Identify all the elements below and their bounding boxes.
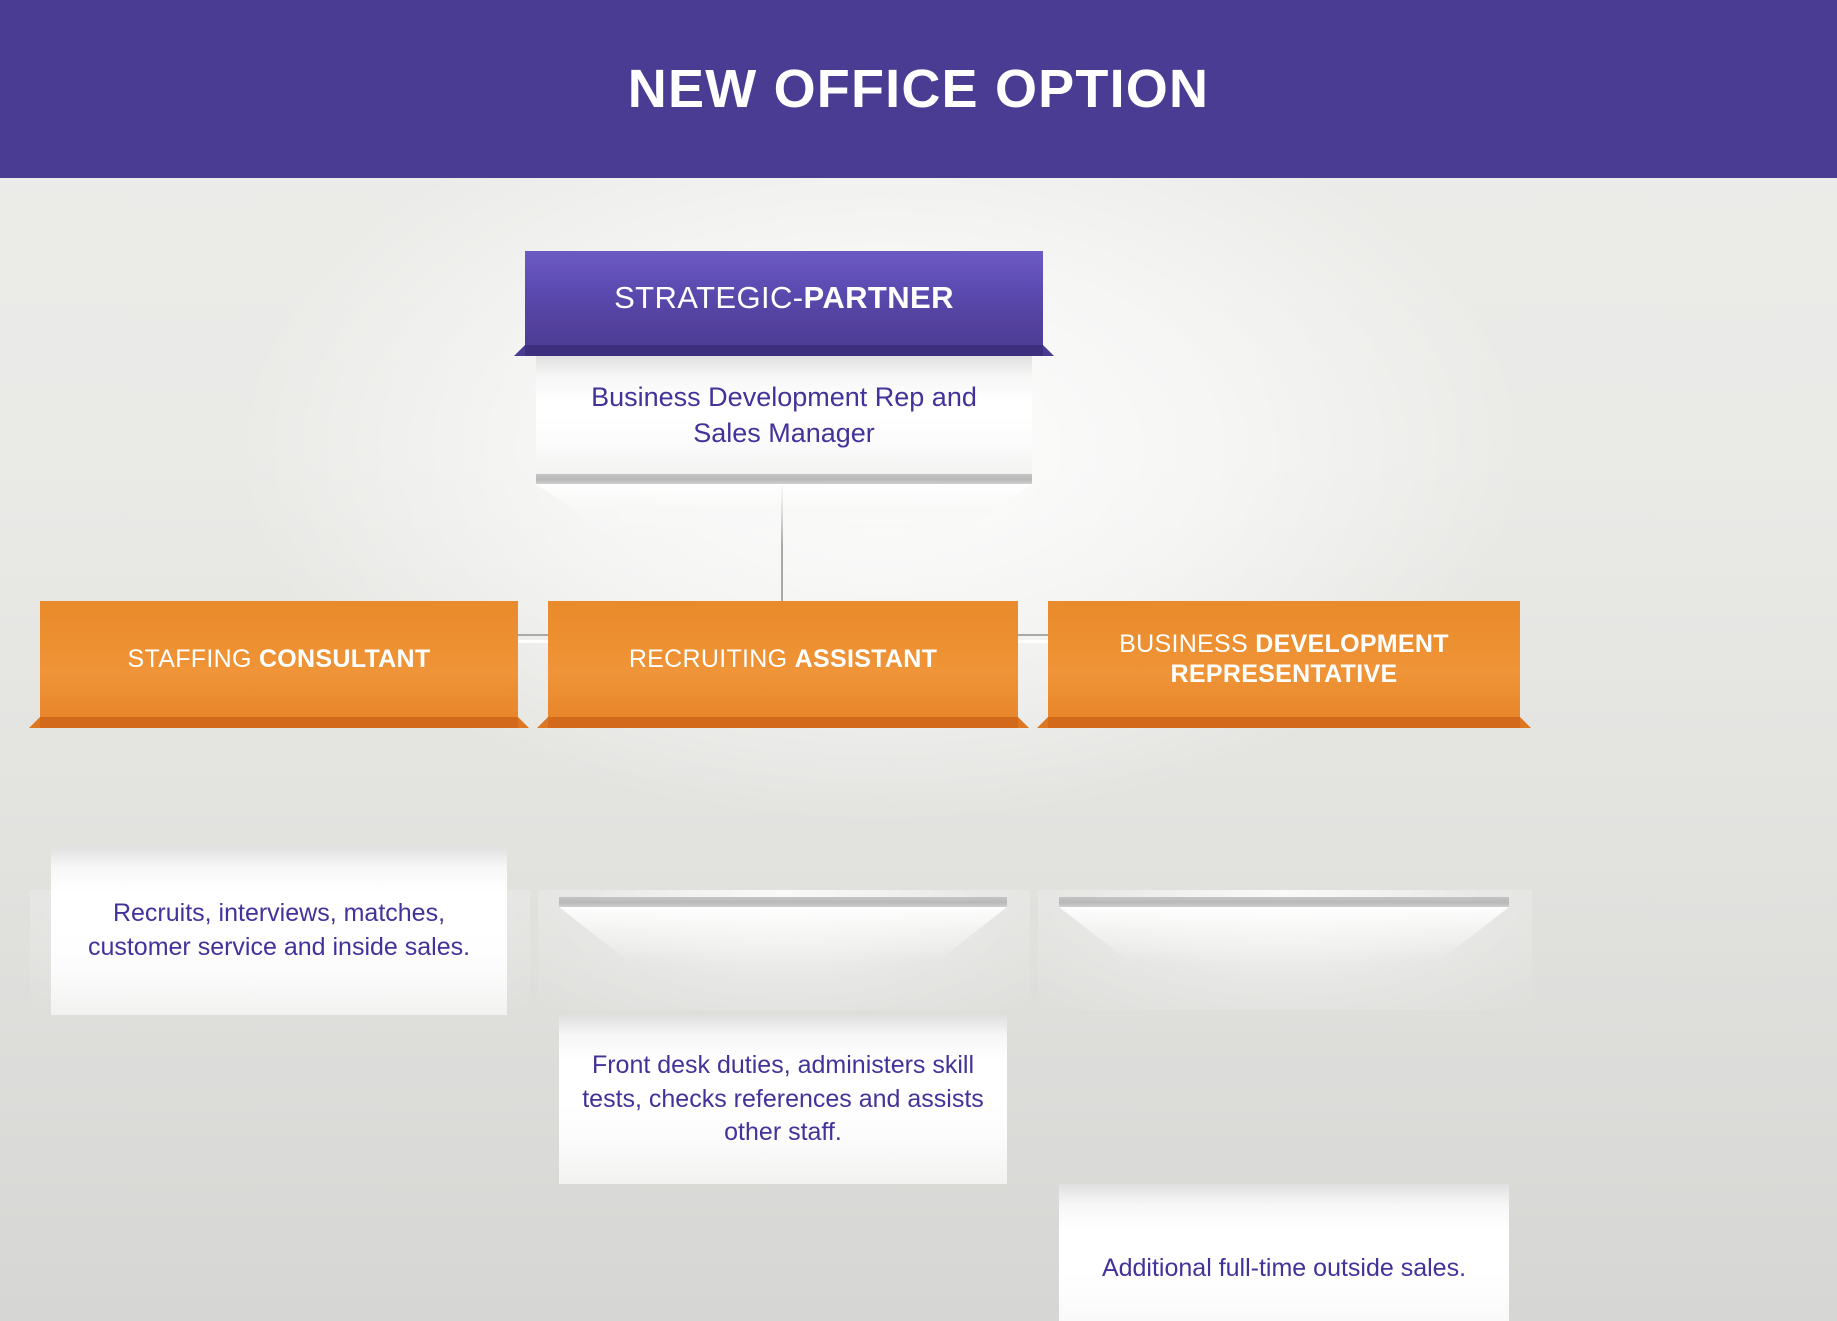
connector-root-stem <box>781 486 783 636</box>
child-3-node-description: Additional full-time outside sales. <box>1101 1253 1467 1282</box>
root-node[interactable]: STRATEGIC-PARTNER <box>525 251 1043 356</box>
child-2-card-bevel <box>559 897 1007 907</box>
child-1-node-body[interactable]: Recruits, interviews, matches, customer … <box>51 846 507 1015</box>
root-ribbon-edge <box>525 345 1043 356</box>
child-2-node-title-bold: ASSISTANT <box>794 644 938 673</box>
root-node-body[interactable]: Business Development Rep and Sales Manag… <box>536 356 1032 474</box>
child-1-node[interactable]: STAFFING CONSULTANT <box>40 601 518 728</box>
child-3-card-bevel <box>1059 897 1509 907</box>
root-node-title-regular: STRATEGIC- <box>614 280 804 316</box>
child-2-card-shadow <box>559 907 1007 963</box>
child-3-node-title-regular: BUSINESS <box>1119 629 1256 658</box>
child-1-node-description: Recruits, interviews, matches, customer … <box>87 898 471 961</box>
child-1-ribbon-edge <box>40 717 518 728</box>
page-header-band: NEW OFFICE OPTION <box>0 0 1837 178</box>
child-1-node-title: STAFFING CONSULTANT <box>112 644 447 675</box>
child-1-node-title-bold: CONSULTANT <box>258 644 431 673</box>
child-1-node-header[interactable]: STAFFING CONSULTANT <box>40 601 518 728</box>
child-3-node-title: BUSINESS DEVELOPMENT REPRESENTATIVE <box>1048 629 1520 690</box>
child-2-ribbon-edge <box>548 717 1018 728</box>
child-3-node-body[interactable]: Additional full-time outside sales. <box>1059 1184 1509 1321</box>
child-1-node-title-regular: STAFFING <box>127 644 259 673</box>
child-3-node[interactable]: BUSINESS DEVELOPMENT REPRESENTATIVE <box>1048 601 1520 728</box>
child-2-node-description: Front desk duties, administers skill tes… <box>582 1050 984 1147</box>
child-3-node-title-bold: DEVELOPMENT REPRESENTATIVE <box>1170 629 1449 689</box>
root-node-header[interactable]: STRATEGIC-PARTNER <box>525 251 1043 356</box>
child-2-node-body[interactable]: Front desk duties, administers skill tes… <box>559 1015 1007 1184</box>
child-2-node-title: RECRUITING ASSISTANT <box>613 644 953 675</box>
root-card-bevel <box>536 474 1032 484</box>
root-node-title: STRATEGIC-PARTNER <box>598 279 970 317</box>
root-node-title-bold: PARTNER <box>803 280 954 316</box>
page-title: NEW OFFICE OPTION <box>627 59 1210 119</box>
child-2-node-title-regular: RECRUITING <box>628 644 795 673</box>
child-3-node-header[interactable]: BUSINESS DEVELOPMENT REPRESENTATIVE <box>1048 601 1520 728</box>
root-node-description: Business Development Rep and Sales Manag… <box>591 381 977 448</box>
child-2-node-header[interactable]: RECRUITING ASSISTANT <box>548 601 1018 728</box>
child-3-ribbon-edge <box>1048 717 1520 728</box>
child-3-card-shadow <box>1059 907 1509 963</box>
root-card-shadow <box>536 484 1032 546</box>
child-2-node[interactable]: RECRUITING ASSISTANT <box>548 601 1018 728</box>
